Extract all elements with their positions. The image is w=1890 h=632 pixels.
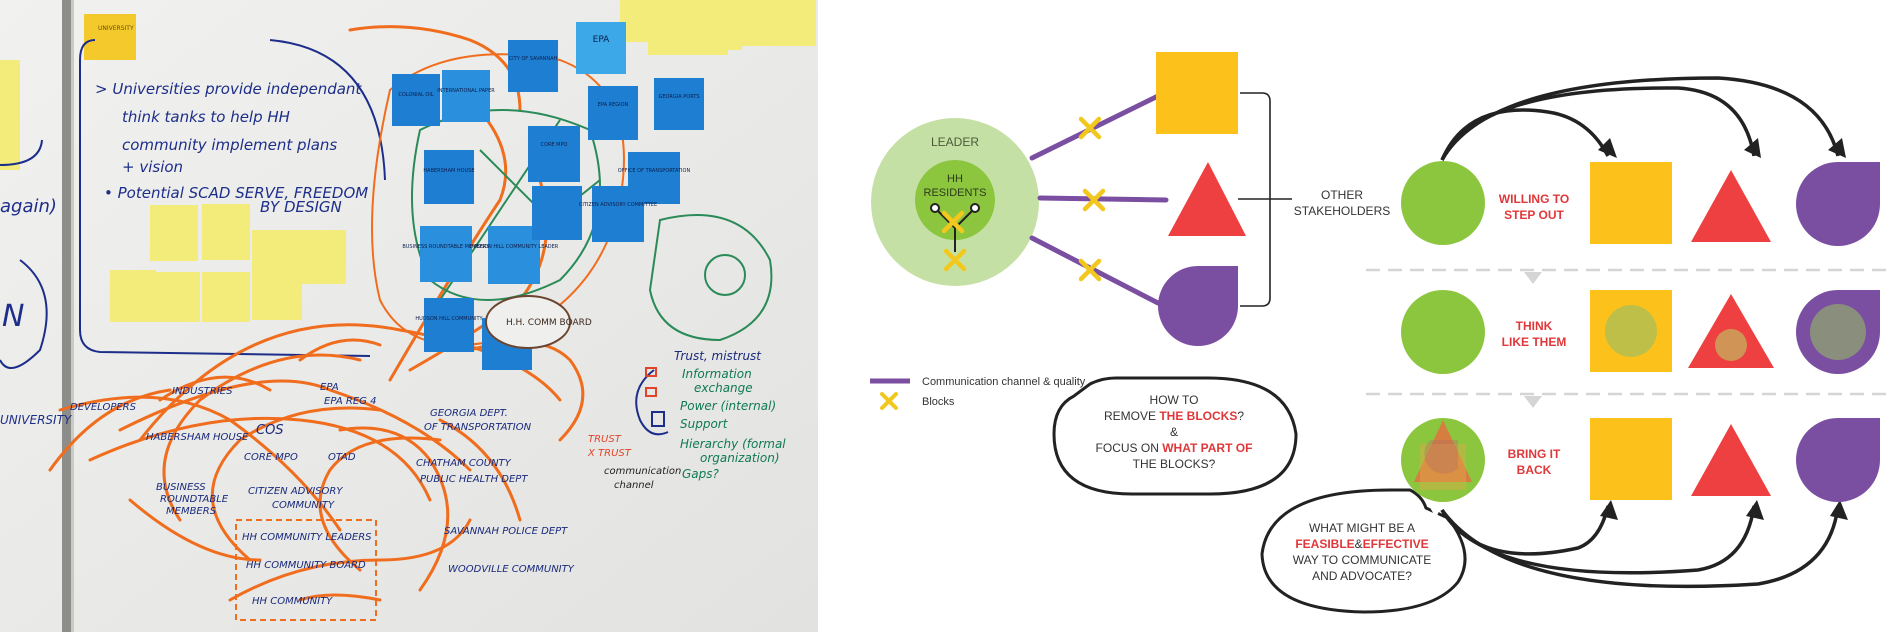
wb-bullet-1: > Universities provide independant xyxy=(95,80,362,98)
wb-epa-reg: EPA REG 4 xyxy=(324,396,376,407)
legend-channel-label: Communication channel & quality xyxy=(922,376,1086,388)
wb-legend-info-2: exchange xyxy=(694,381,753,395)
wb-chatham-2: PUBLIC HEALTH DEPT xyxy=(420,474,528,485)
row1-drop xyxy=(1796,162,1880,246)
bubble-2-line-2: FEASIBLE&EFFECTIVE xyxy=(1295,537,1428,551)
wb-legend-trust: Trust, mistrust xyxy=(674,349,762,363)
row3-label-1: BRING IT xyxy=(1508,447,1561,461)
row2-label-1: THINK xyxy=(1516,319,1553,333)
row3-label-2: BACK xyxy=(1517,463,1552,477)
wb-hh-community: HH COMMUNITY xyxy=(252,596,333,607)
wb-legend-hierarchy-2: organization) xyxy=(700,451,780,465)
stakeholder-drop xyxy=(1158,266,1238,346)
bubble-1-line-3: & xyxy=(1170,425,1178,439)
wb-left-cut-1: again) xyxy=(0,196,57,217)
wb-legend-power: Power (internal) xyxy=(680,399,776,413)
bubble-2-line-4: AND ADVOCATE? xyxy=(1312,569,1412,583)
row1-square xyxy=(1590,162,1672,244)
stakeholder-communication-diagram: LEADER HH RESIDENTS OTHER STAKEHOLDERS C… xyxy=(818,0,1890,632)
wb-hh-leaders: HH COMMUNITY LEADERS xyxy=(242,532,372,543)
row2-triangle-inner xyxy=(1715,329,1747,361)
wb-legend-comm-1: communication xyxy=(604,466,681,477)
wb-core-mpo: CORE MPO xyxy=(244,452,298,463)
resident-node-right xyxy=(971,204,979,212)
other-stakeholders-line-2: STAKEHOLDERS xyxy=(1294,204,1390,218)
blue-note-5: EPA REGION xyxy=(598,102,629,108)
wb-chatham-1: CHATHAM COUNTY xyxy=(416,458,512,469)
resident-node-left xyxy=(931,204,939,212)
row2-drop-inner xyxy=(1810,304,1866,360)
wb-bullet-3: community implement plans xyxy=(122,136,337,154)
wb-business-2: ROUNDTABLE xyxy=(160,494,229,505)
row1-circle xyxy=(1401,161,1485,245)
bubble-1-line-5: THE BLOCKS? xyxy=(1133,457,1216,471)
blue-note-12: CITIZEN ADVISORY COMMITTEE xyxy=(579,202,657,208)
wb-woodville: WOODVILLE COMMUNITY xyxy=(448,564,575,575)
residents-line-1: HH xyxy=(947,173,963,185)
blue-note-1: COLONIAL OIL xyxy=(398,92,433,98)
wb-legend-gaps: Gaps? xyxy=(682,467,720,481)
wb-legend-support: Support xyxy=(680,417,729,431)
wb-cos: COS xyxy=(256,423,284,438)
wb-epa: EPA xyxy=(320,382,339,393)
wb-habersham: HABERSHAM HOUSE xyxy=(146,432,249,443)
bubble-1-line-2: REMOVE THE BLOCKS? xyxy=(1104,409,1244,423)
row3-square xyxy=(1590,418,1672,500)
hh-comm-board-label: H.H. COMM BOARD xyxy=(506,318,592,328)
wb-business-3: MEMBERS xyxy=(166,506,217,517)
wb-left-cut-3: UNIVERSITY xyxy=(0,413,73,427)
wb-ga-dot-2: OF TRANSPORTATION xyxy=(424,422,532,433)
legend-blocks-label: Blocks xyxy=(922,396,955,408)
wb-legend-info-1: Information xyxy=(682,367,752,381)
bubble-2-line-1: WHAT MIGHT BE A xyxy=(1309,521,1415,535)
residents-line-2: RESIDENTS xyxy=(924,187,987,199)
bubble-1-line-4: FOCUS ON WHAT PART OF xyxy=(1096,441,1253,455)
row3-drop xyxy=(1796,418,1880,502)
other-stakeholders-line-1: OTHER xyxy=(1321,188,1363,202)
wb-legend-trust-x: X TRUST xyxy=(587,448,632,459)
wb-left-cut-2: N xyxy=(2,299,24,334)
blue-note-3: CITY OF SAVANNAH xyxy=(509,56,558,62)
row2-label-2: LIKE THEM xyxy=(1502,335,1567,349)
blue-note-11: HUDSON HILL COMMUNITY LEADER xyxy=(470,244,559,250)
wb-industries: INDUSTRIES xyxy=(172,386,233,397)
blue-note-2: INTERNATIONAL PAPER xyxy=(437,88,495,94)
bubble-1-line-1: HOW TO xyxy=(1150,393,1199,407)
wb-business-1: BUSINESS xyxy=(156,482,206,493)
blue-note-8: CORE MPO xyxy=(541,142,568,148)
wb-hh-board: HH COMMUNITY BOARD xyxy=(246,560,366,571)
wb-bullet-2: think tanks to help HH xyxy=(122,108,290,126)
blue-note-4: EPA xyxy=(593,35,611,45)
wb-legend-hierarchy-1: Hierarchy (formal xyxy=(680,437,786,451)
row1-label-1: WILLING TO xyxy=(1499,192,1569,206)
wb-ga-dot-1: GEORGIA DEPT. xyxy=(430,408,508,419)
row2-square-inner xyxy=(1605,305,1657,357)
stakeholder-square xyxy=(1156,52,1238,134)
wb-legend-trust-red: TRUST xyxy=(588,434,622,445)
wb-legend-comm-2: channel xyxy=(614,480,654,491)
university-note: UNIVERSITY xyxy=(98,25,134,32)
whiteboard-frame xyxy=(62,0,71,632)
blue-note-13: HUDSON HILL COMMUNITY xyxy=(415,316,483,322)
wb-bullet-6: BY DESIGN xyxy=(260,198,342,216)
blue-note-9: OFFICE OF TRANSPORTATION xyxy=(618,168,691,174)
wb-bullet-4: + vision xyxy=(122,158,183,176)
wb-citizen-2: COMMUNITY xyxy=(272,500,335,511)
wb-citizen-1: CITIZEN ADVISORY xyxy=(248,486,343,497)
leader-label: LEADER xyxy=(931,135,979,149)
wb-otad: OTAD xyxy=(328,452,356,463)
row2-circle xyxy=(1401,290,1485,374)
row1-label-2: STEP OUT xyxy=(1504,208,1564,222)
bubble-2-line-3: WAY TO COMMUNICATE xyxy=(1293,553,1431,567)
blue-note-7: HABERSHAM HOUSE xyxy=(423,168,474,174)
wb-police: SAVANNAH POLICE DEPT xyxy=(444,526,568,537)
wb-developers: DEVELOPERS xyxy=(70,402,137,413)
whiteboard-photo: UNIVERSITY > Universities provide indepe… xyxy=(0,0,818,632)
blue-note-6: GEORGIA PORTS xyxy=(658,94,699,100)
